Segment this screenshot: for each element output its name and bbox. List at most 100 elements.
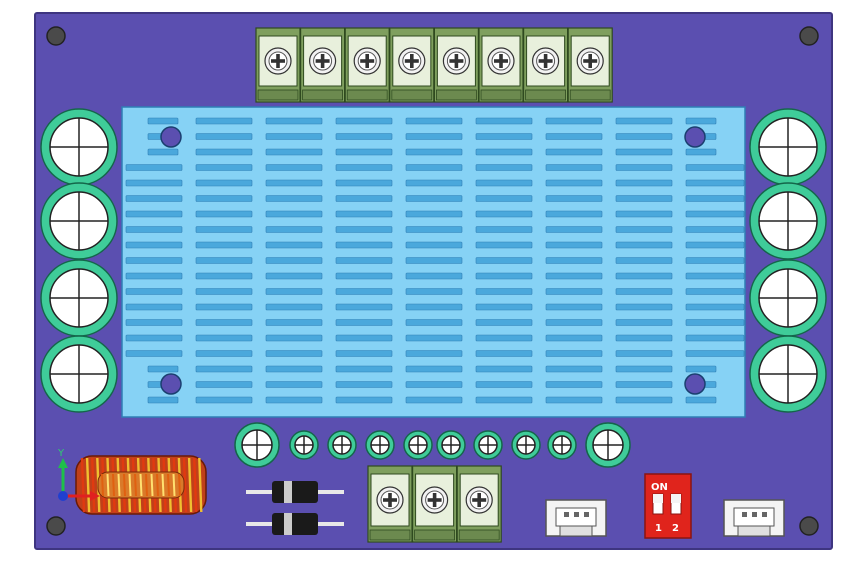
heatsink-fin [335,381,393,388]
heatsink-fin [125,179,183,187]
heatsink-fin [335,334,393,342]
heatsink-fin [265,226,323,233]
cross-circle-icon [40,259,118,337]
heatsink-fin [195,365,253,373]
heatsink-fin [195,350,253,357]
heatsink-fin [125,303,183,311]
cross-circle-icon [403,430,433,460]
heatsink-fin [125,257,183,264]
mounting-hole-top-right [799,26,819,46]
heatsink-fin [405,179,463,187]
heatsink-fin [545,303,603,311]
heatsink-fin [125,272,183,280]
diode-top [246,481,344,503]
heatsink-fin [147,117,179,125]
winding-strand-inner [161,473,165,497]
cross-circle-icon [40,182,118,260]
heatsink-fin [195,303,253,311]
heatsink-fin [685,117,717,125]
winding-strand [198,457,203,513]
heatsink-fin [545,226,603,233]
heatsink-fin [195,195,253,202]
heatsink-fin [195,241,253,249]
cross-circle-icon [547,430,577,460]
heatsink-fin [685,257,745,264]
heatsink-fin [195,148,253,156]
heatsink-fin [545,319,603,326]
heatsink-fin [615,303,673,311]
phillips-cross-icon [442,47,470,75]
dip-switch-on-label: ON [651,482,668,493]
heatsink-fin [335,272,393,280]
screw-terminal [412,465,458,543]
top-terminal-block [255,27,613,103]
winding-strand-inner [101,473,104,497]
heatsink-fin [545,365,603,373]
heatsink-fin [685,272,745,280]
heatsink-fin [615,210,673,218]
heatsink-fin [265,334,323,342]
winding-strand-inner [112,473,115,497]
phillips-cross-icon [398,47,426,75]
cross-circle-icon [436,430,466,460]
winding-strand-inner [150,473,154,497]
heatsink-fin [405,350,463,357]
heatsink-fin [405,272,463,280]
heatsink-fin [125,350,183,357]
winding-strand-inner [139,473,143,497]
heatsink-hole-top-right [684,126,706,148]
screw-terminal [300,27,346,103]
winding-strand [80,457,86,513]
heatsink-fin [335,319,393,326]
heatsink-fin [265,148,323,156]
heatsink-fin [265,381,323,388]
heatsink-fin [615,148,673,156]
mounting-hole-bottom-right [799,516,819,536]
heatsink-fin [475,210,533,218]
heatsink-fin [685,179,745,187]
phillips-cross-icon [264,47,292,75]
left-capacitor-column [40,108,118,413]
screw-terminal [344,27,390,103]
dip-switch: ON 1 2 [644,473,692,539]
heatsink-fin [615,319,673,326]
heatsink-hole-bottom-left [160,373,182,395]
heatsink-fin [125,195,183,202]
dip-switch-position-2: 2 [672,523,679,534]
heatsink-fin [545,396,603,404]
heatsink-fin [405,396,463,404]
heatsink-fin [615,164,673,171]
heatsink-fin [615,133,673,140]
heatsink-fin [265,319,323,326]
mounting-holes [46,26,819,536]
jst-connector-right [723,499,785,537]
heatsink-fin [335,195,393,202]
cross-circle-icon [749,108,827,186]
heatsink-fin [615,179,673,187]
heatsink-fin [125,241,183,249]
screw-terminal [255,27,301,103]
heatsink-fin [405,319,463,326]
cross-circle-icon [749,259,827,337]
heatsink-fin [545,164,603,171]
winding-strand-inner [178,473,181,497]
axis-triad: Y [57,448,100,501]
heatsink-fin [265,350,323,357]
heatsink-fin [475,133,533,140]
heatsink-fin [615,350,673,357]
heatsink-fin [405,241,463,249]
heatsink-fin [335,350,393,357]
heatsink-fins [125,117,745,404]
heatsink-fin [475,241,533,249]
phillips-cross-icon [421,486,449,514]
cross-circle-icon [289,430,319,460]
heatsink-fin [405,365,463,373]
heatsink-fin [615,396,673,404]
heatsink-fin [685,334,745,342]
heatsink-fin [195,133,253,140]
heatsink-fin [335,226,393,233]
heatsink-fin [615,195,673,202]
heatsink-hole-top-left [160,126,182,148]
winding-strand [187,457,193,513]
heatsink-hole-bottom-right [684,373,706,395]
